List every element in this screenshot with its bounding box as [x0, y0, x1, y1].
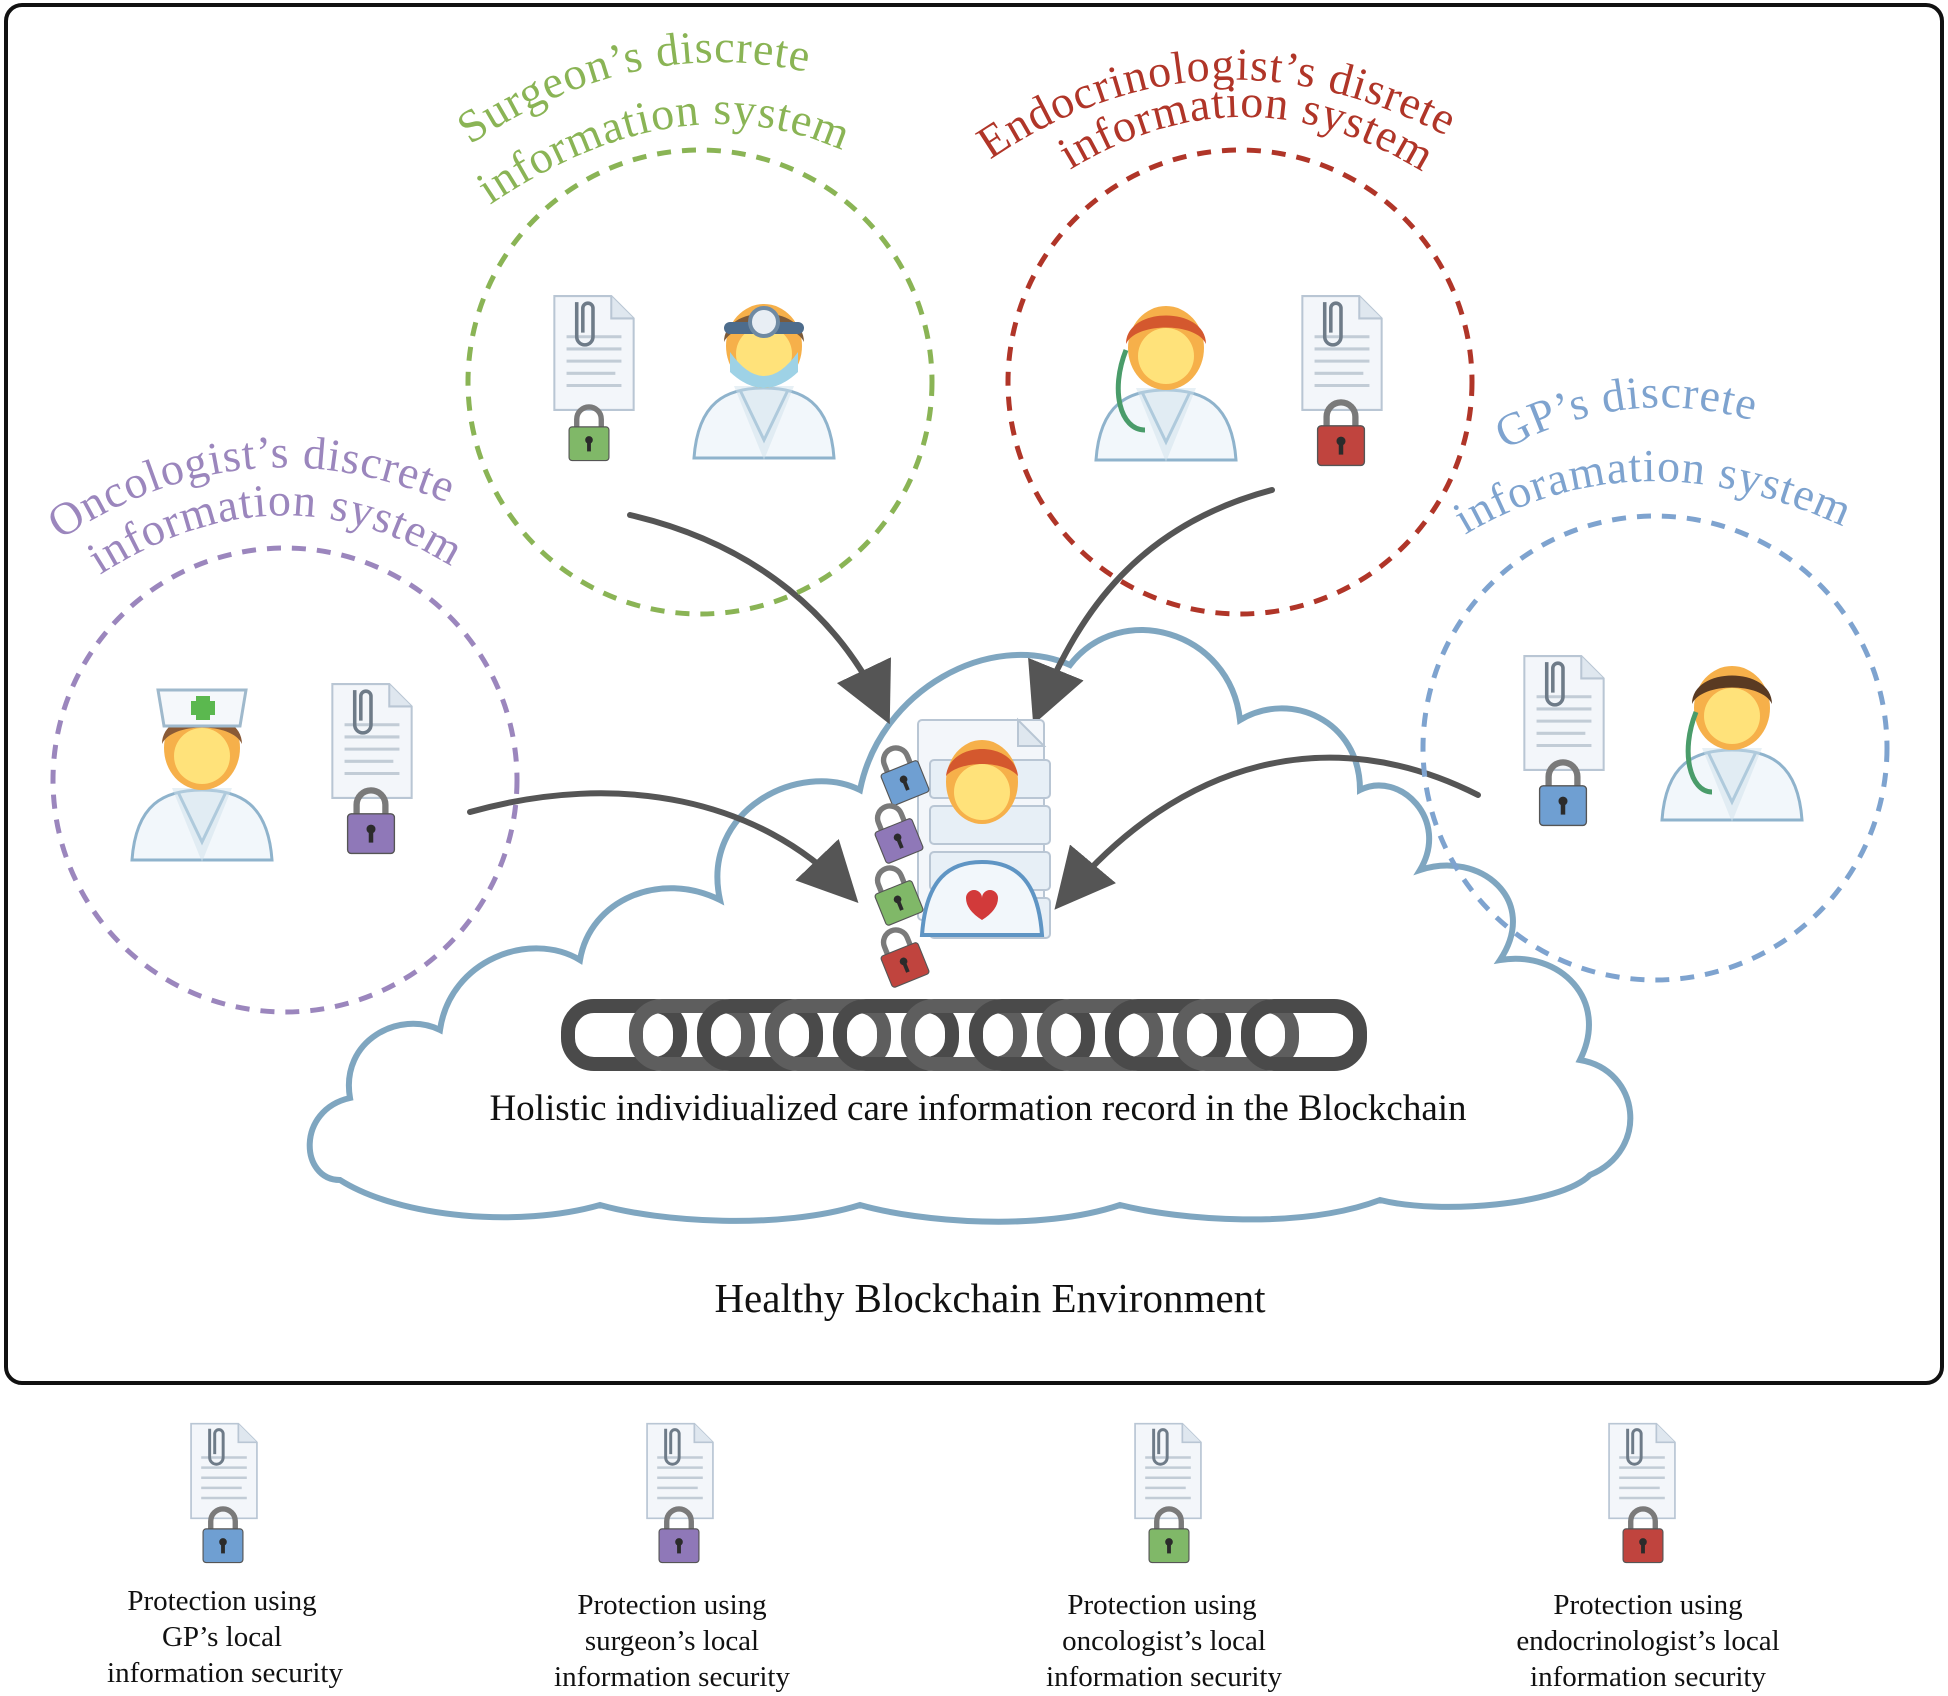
- chain-link: [765, 999, 891, 1071]
- surgeon-document-icon: [552, 294, 636, 412]
- chain-link: [969, 999, 1095, 1071]
- arrow-gp: [1054, 754, 1481, 910]
- surgeon-system-circle: [465, 147, 935, 617]
- legend-line1: Protection using: [1553, 1589, 1742, 1621]
- legend-line2: endocrinologist’s local: [1516, 1625, 1779, 1657]
- chain-link: [561, 999, 687, 1071]
- oncologist-system-circle: [50, 545, 520, 1015]
- blockchain-chain-icon: [561, 999, 1367, 1071]
- chain-link: [1173, 999, 1299, 1071]
- chain-link: [697, 999, 823, 1071]
- legend-line1: Protection using: [1067, 1589, 1256, 1621]
- endocrinologist-avatar-icon: [1094, 304, 1238, 462]
- arrow-endocrinologist: [1028, 487, 1275, 725]
- legend-line2: surgeon’s local: [585, 1625, 759, 1657]
- legend-document-icon: [189, 1422, 259, 1520]
- endocrinologist-document-icon: [1300, 294, 1384, 412]
- legend-line2: oncologist’s local: [1062, 1625, 1266, 1657]
- legend-line3: information security: [554, 1661, 790, 1693]
- oncologist-document-icon: [330, 682, 414, 800]
- endocrinologist-system-circle: [1005, 147, 1475, 617]
- gp-document-icon: [1522, 654, 1606, 772]
- legend-line1: Protection using: [577, 1589, 766, 1621]
- legend-item-oncologist: Protection using oncologist’s local info…: [1046, 1422, 1282, 1693]
- legend-line3: information security: [1046, 1661, 1282, 1693]
- legend-document-icon: [1607, 1422, 1677, 1520]
- legend-line2: GP’s local: [162, 1621, 282, 1653]
- legend-line3: information security: [1530, 1661, 1766, 1693]
- legend-line3: information security: [107, 1657, 343, 1689]
- gp-system-circle: [1420, 513, 1890, 983]
- legend-item-endocrinologist: Protection using endocrinologist’s local…: [1516, 1422, 1780, 1693]
- chain-link: [1241, 999, 1367, 1071]
- legend: Protection using GP’s local information …: [107, 1422, 1780, 1693]
- surgeon-avatar-icon: [692, 302, 836, 460]
- legend-item-gp: Protection using GP’s local information …: [107, 1422, 343, 1689]
- oncologist-avatar-icon: [130, 688, 274, 862]
- chain-link: [833, 999, 959, 1071]
- chain-link: [629, 999, 755, 1071]
- chain-link: [901, 999, 1027, 1071]
- cloud-caption: Holistic individiualized care informatio…: [489, 1088, 1466, 1129]
- arrow-surgeon: [627, 512, 891, 725]
- patient-record-stack-icon: [917, 717, 1051, 939]
- gp-avatar-icon: [1660, 664, 1804, 822]
- legend-line1: Protection using: [127, 1585, 316, 1617]
- chain-link: [1037, 999, 1163, 1071]
- arrow-oncologist: [467, 790, 859, 904]
- arrows: [467, 487, 1481, 910]
- legend-document-icon: [1133, 1422, 1203, 1520]
- chain-link: [1105, 999, 1231, 1071]
- environment-label: Healthy Blockchain Environment: [714, 1275, 1266, 1321]
- legend-item-surgeon: Protection using surgeon’s local informa…: [554, 1422, 790, 1693]
- legend-document-icon: [645, 1422, 715, 1520]
